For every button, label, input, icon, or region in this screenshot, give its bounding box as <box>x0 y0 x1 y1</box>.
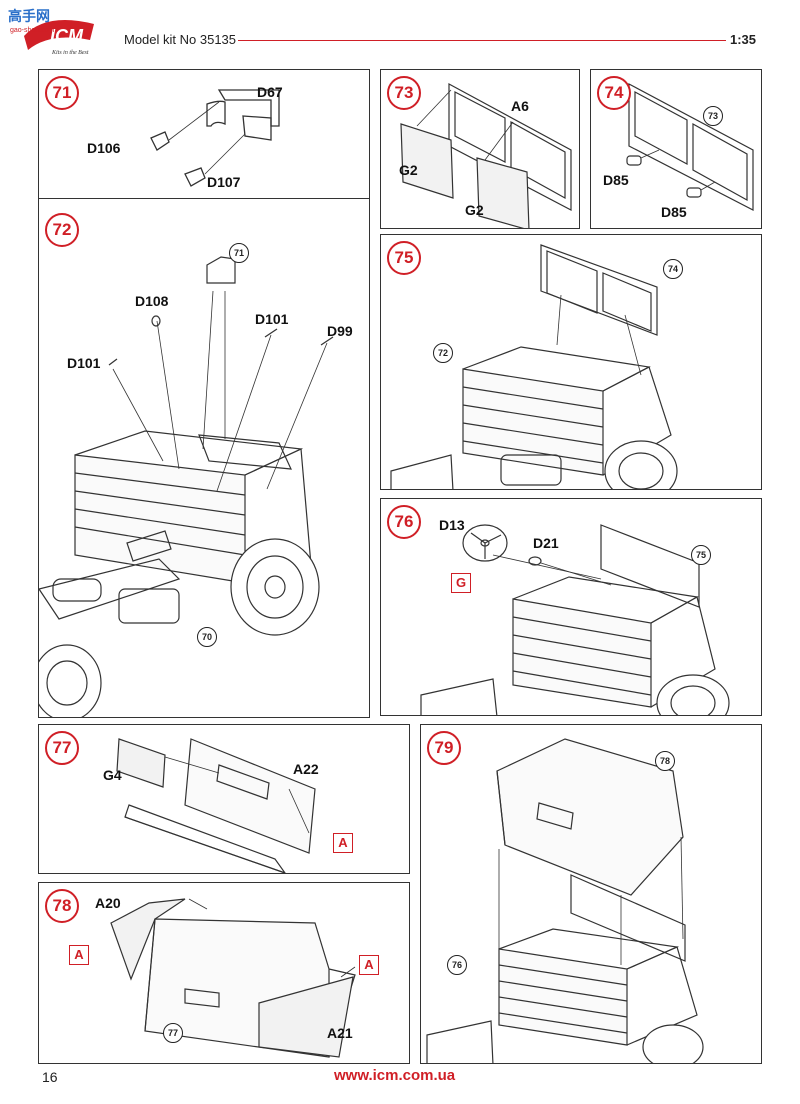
logo-text: ICM <box>50 26 84 46</box>
part-label-g2: G2 <box>399 162 418 178</box>
part-label-a21: A21 <box>327 1025 353 1041</box>
ref-step-77: 77 <box>163 1023 183 1043</box>
step-number: 76 <box>387 505 421 539</box>
part-label-d107: D107 <box>207 174 241 190</box>
step-77-panel: 77 G4 A22 A <box>38 724 410 874</box>
watermark-url: gao-shou.com <box>10 27 55 34</box>
step-number: 71 <box>45 76 79 110</box>
step-number: 72 <box>45 213 79 247</box>
page-title: Model kit No 35135 <box>124 32 237 47</box>
part-label-d108: D108 <box>135 293 169 309</box>
part-label-a22: A22 <box>293 761 319 777</box>
ref-step-74: 74 <box>663 259 683 279</box>
ref-step-70: 70 <box>197 627 217 647</box>
step-number: 75 <box>387 241 421 275</box>
footer-url-link[interactable]: www.icm.com.ua <box>334 1067 456 1084</box>
ref-step-76: 76 <box>447 955 467 975</box>
ref-step-73: 73 <box>703 106 723 126</box>
part-label-d13: D13 <box>439 517 465 533</box>
step-number: 77 <box>45 731 79 765</box>
step-number: 74 <box>597 76 631 110</box>
part-label-g4: G4 <box>103 767 122 783</box>
part-label-d21: D21 <box>533 535 559 551</box>
ref-step-75: 75 <box>691 545 711 565</box>
step-number: 73 <box>387 76 421 110</box>
ref-step-71: 71 <box>229 243 249 263</box>
step-72-panel: 72 71 D108 D101 D99 D101 70 <box>38 198 370 718</box>
step-71-panel: 71 D67 D106 D107 <box>38 69 370 199</box>
watermark-cn: 高手网 <box>8 8 50 25</box>
scale-label: 1:35 <box>729 32 756 47</box>
part-label-d85: D85 <box>603 172 629 188</box>
paint-code-g: G <box>451 573 471 593</box>
step-78-panel: 78 A20 A A 77 A21 <box>38 882 410 1064</box>
step-74-panel: 74 73 D85 D85 <box>590 69 762 229</box>
paint-code-a: A <box>69 945 89 965</box>
part-label-d85: D85 <box>661 204 687 220</box>
step-number: 79 <box>427 731 461 765</box>
part-label-d67: D67 <box>257 84 283 100</box>
step-number: 78 <box>45 889 79 923</box>
paint-code-a: A <box>359 955 379 975</box>
ref-step-72: 72 <box>433 343 453 363</box>
step-76-panel: 76 D13 D21 G 75 <box>380 498 762 716</box>
part-label-d101: D101 <box>67 355 101 371</box>
header-rule <box>238 40 726 41</box>
step-75-panel: 75 74 72 <box>380 234 762 490</box>
part-label-d106: D106 <box>87 140 121 156</box>
paint-code-a: A <box>333 833 353 853</box>
icm-logo: ICM Kits in the Best 高手网 gao-shou.com <box>6 6 114 56</box>
part-label-a6: A6 <box>511 98 529 114</box>
logo-tagline: Kits in the Best <box>51 50 89 56</box>
step-73-panel: 73 A6 G2 G2 <box>380 69 580 229</box>
part-label-d101: D101 <box>255 311 289 327</box>
step-79-panel: 79 78 76 <box>420 724 762 1064</box>
part-label-a20: A20 <box>95 895 121 911</box>
part-label-d99: D99 <box>327 323 353 339</box>
ref-step-78: 78 <box>655 751 675 771</box>
part-label-g2: G2 <box>465 202 484 218</box>
page-number: 16 <box>42 1069 58 1085</box>
